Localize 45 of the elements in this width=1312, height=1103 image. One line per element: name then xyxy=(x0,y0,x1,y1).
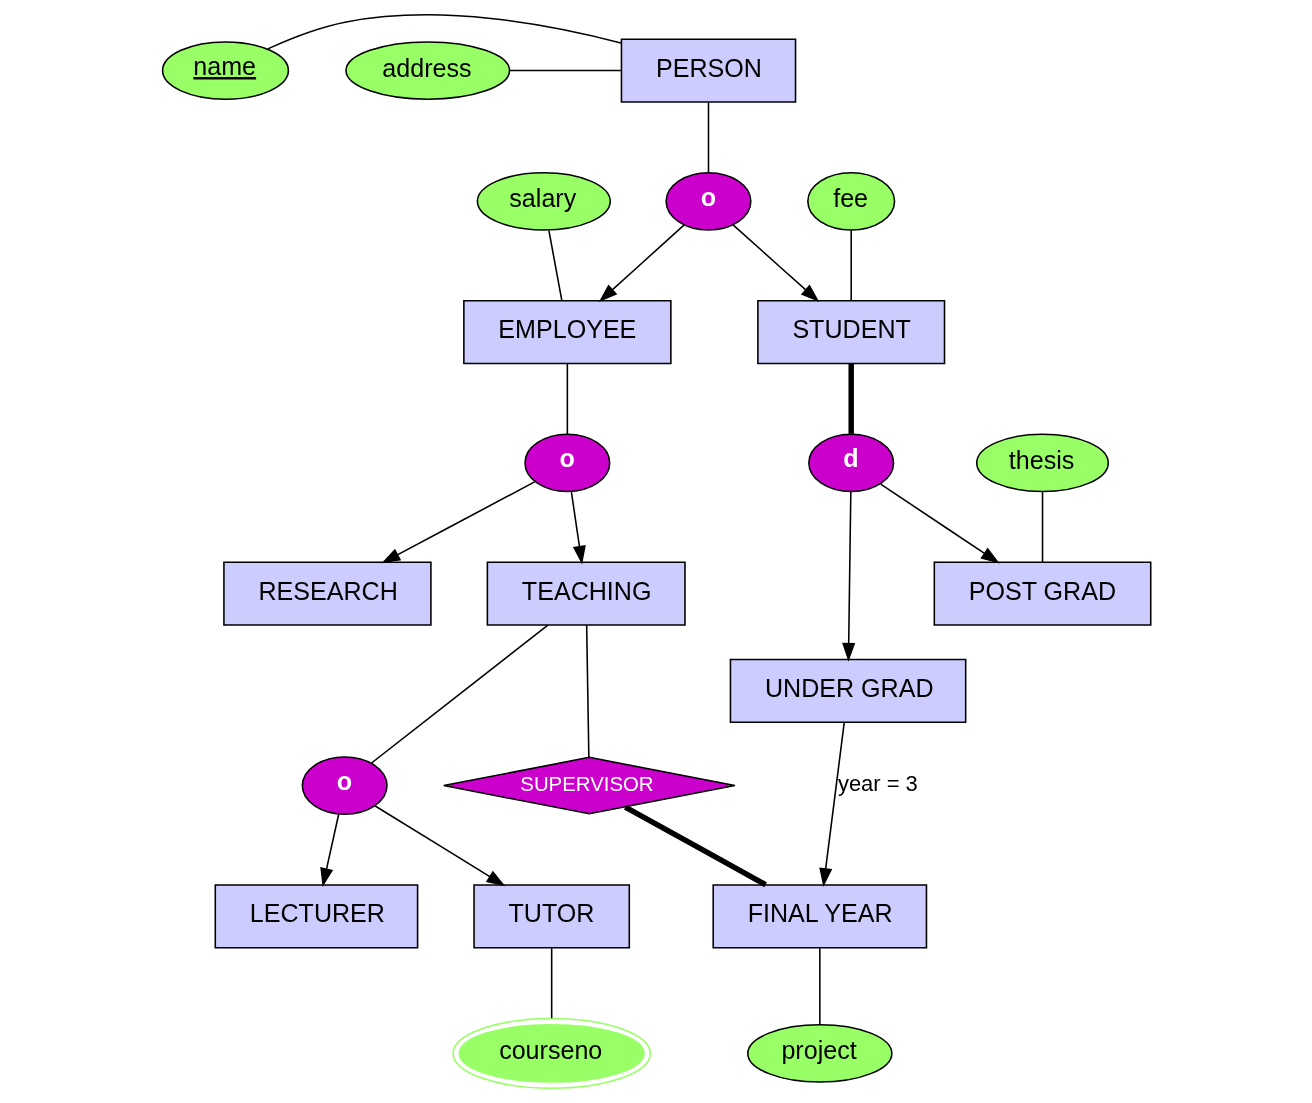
node-ellipse: fee xyxy=(806,171,895,231)
arrow xyxy=(598,224,685,303)
node-ellipse: courseno xyxy=(451,1017,651,1090)
arrow xyxy=(841,491,855,662)
connector xyxy=(585,624,590,759)
arrow xyxy=(319,813,339,887)
connector xyxy=(707,101,709,174)
node-ellipse: o xyxy=(664,171,752,231)
connector xyxy=(547,229,563,302)
connector xyxy=(623,804,767,888)
node-box: RESEARCH xyxy=(222,561,432,626)
node-box: POST GRAD xyxy=(933,561,1151,626)
connector xyxy=(847,363,854,434)
connector xyxy=(370,624,549,764)
edge-label: year = 3 xyxy=(837,771,918,797)
node-ellipse: salary xyxy=(476,171,611,231)
node-box: FINAL YEAR xyxy=(711,884,927,949)
node-box: TEACHING xyxy=(486,561,686,626)
node-ellipse: project xyxy=(746,1023,893,1083)
connector xyxy=(550,947,552,1020)
arrow xyxy=(380,480,536,564)
node-ellipse: d xyxy=(807,433,894,493)
node-box: PERSON xyxy=(620,38,796,103)
node-ellipse: address xyxy=(344,41,510,101)
node-ellipse: name xyxy=(161,41,289,101)
connector xyxy=(266,14,622,50)
node-box: STUDENT xyxy=(756,299,945,365)
node-diamond: SUPERVISOR xyxy=(442,756,736,815)
node-box: EMPLOYEE xyxy=(462,299,672,365)
connector xyxy=(849,229,852,302)
node-ellipse: o xyxy=(301,756,388,815)
node-box: UNDER GRAD xyxy=(729,658,966,724)
node-box: LECTURER xyxy=(214,884,418,949)
arrow xyxy=(818,721,845,887)
connector xyxy=(508,69,622,72)
arrow xyxy=(879,483,1000,564)
node-ellipse: thesis xyxy=(975,433,1109,493)
arrow xyxy=(732,224,819,303)
node-ellipse: o xyxy=(523,433,610,493)
connector xyxy=(566,363,568,435)
arrow xyxy=(570,491,586,565)
connector xyxy=(1041,491,1043,563)
node-box: TUTOR xyxy=(472,884,630,949)
arrow xyxy=(373,805,505,887)
connector xyxy=(818,947,821,1026)
